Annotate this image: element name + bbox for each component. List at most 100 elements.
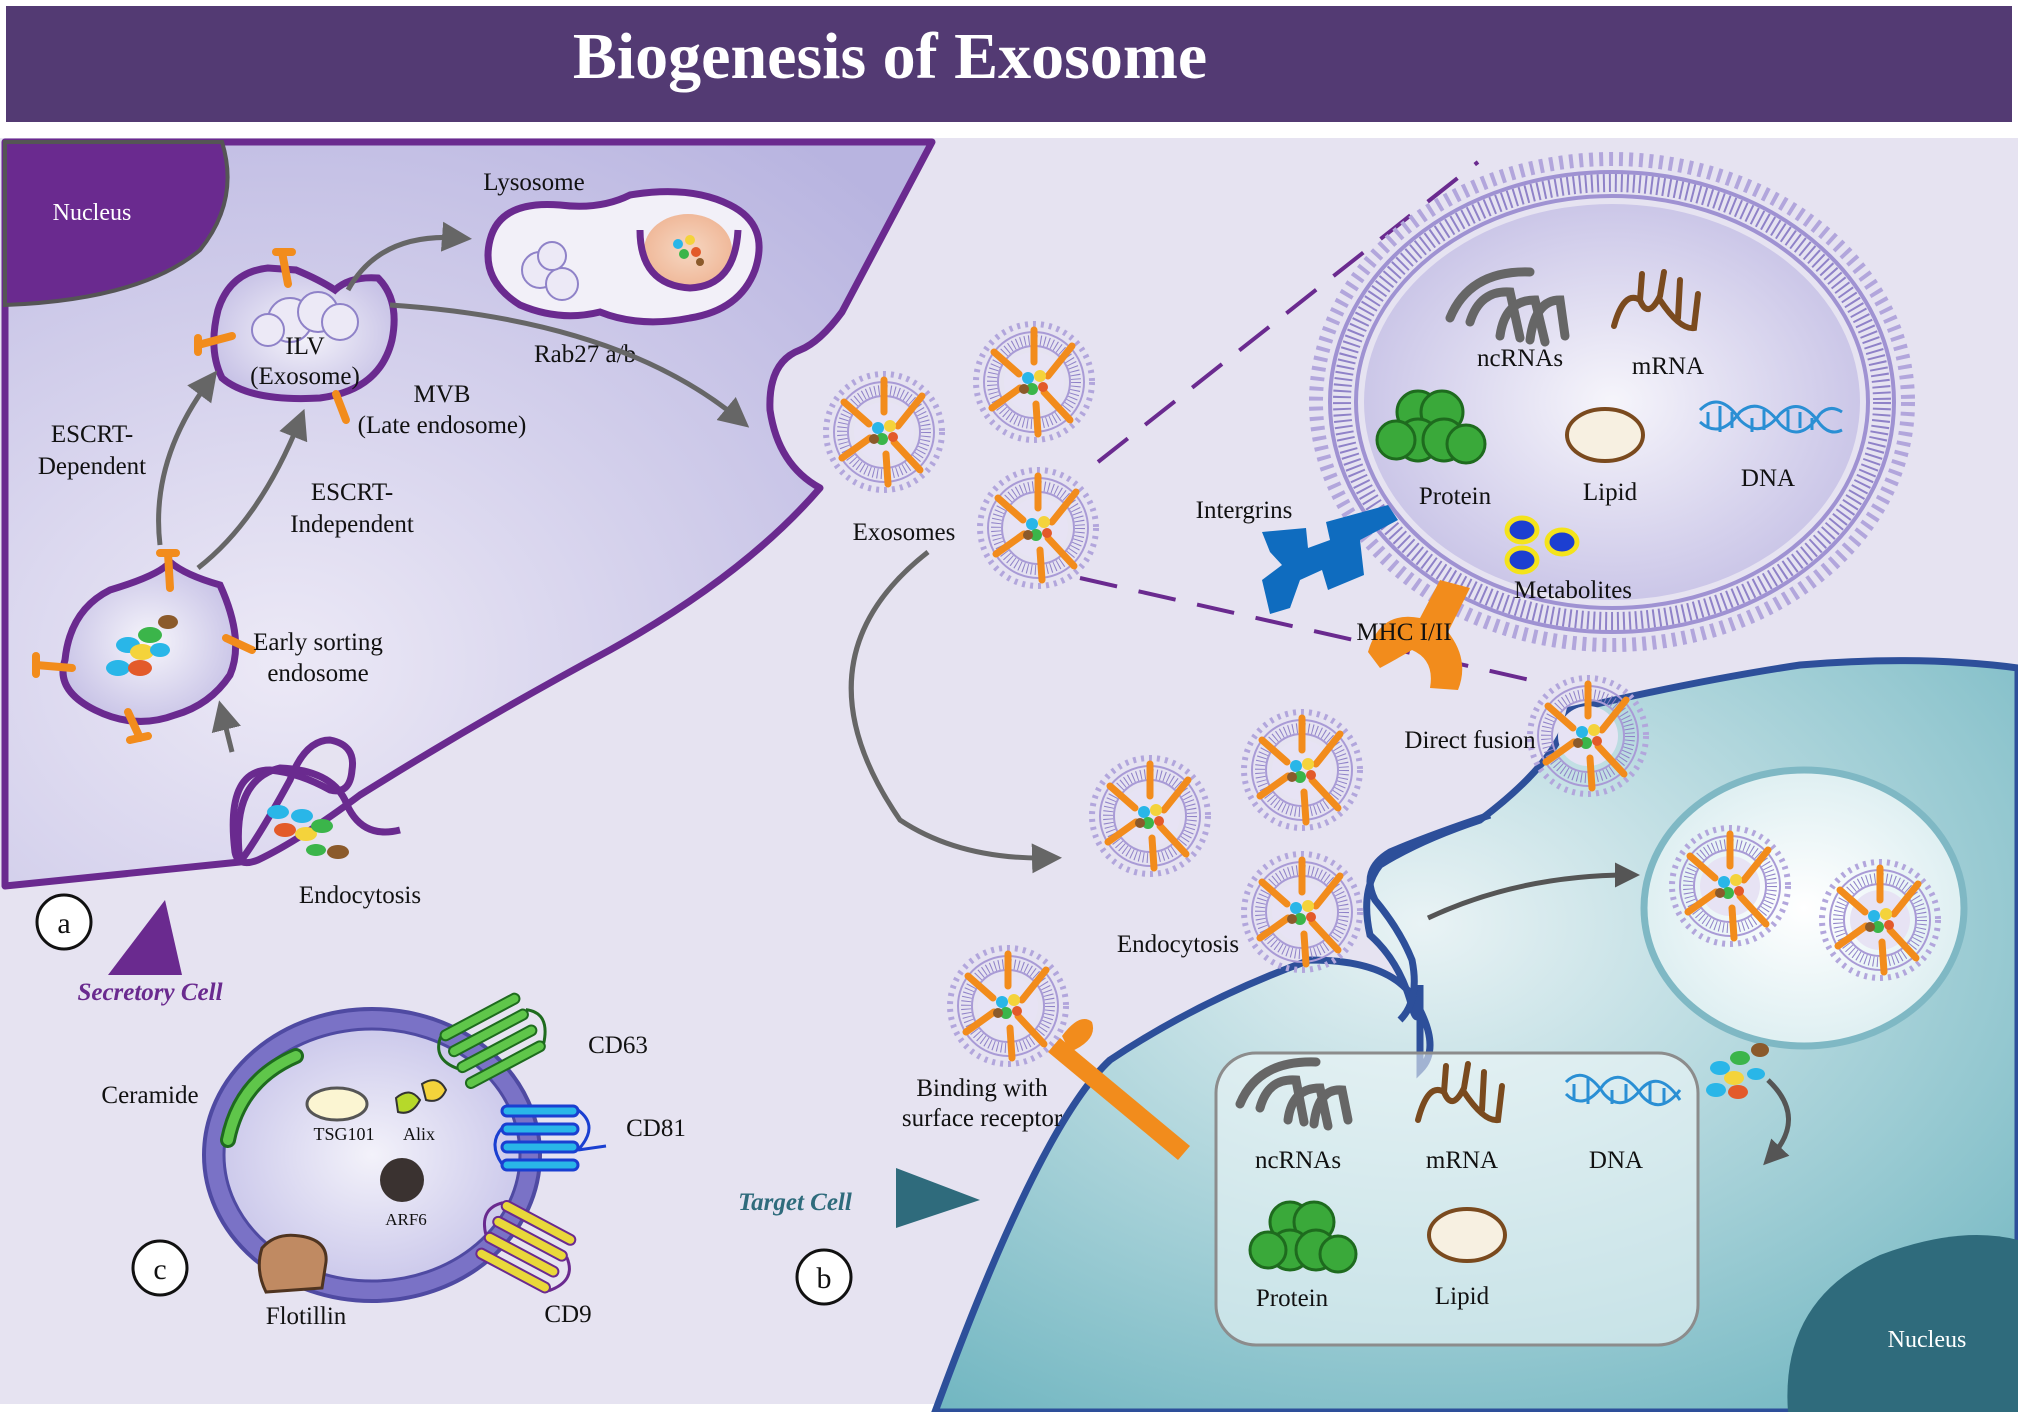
arf6-label: ARF6 [385, 1210, 427, 1229]
diagram-title: Biogenesis of Exosome [573, 20, 1207, 93]
inner-lipid-icon [1427, 1207, 1507, 1263]
ceramide-label: Ceramide [101, 1082, 198, 1109]
secretory-cell-label: Secretory Cell [77, 979, 222, 1006]
mhc-icon [1368, 580, 1470, 690]
tsg101-label: TSG101 [313, 1124, 374, 1144]
inner-protein-icon [1248, 1200, 1358, 1274]
inner-lipid-label: Lipid [1435, 1283, 1490, 1310]
arrow-mvb-to-lysosome [345, 221, 472, 292]
target-endocytosis-pit [1366, 811, 1492, 1023]
protein-icon [1375, 389, 1487, 465]
mvb-label: MVB [414, 381, 471, 408]
lysosome-debris [521, 241, 579, 301]
lysosome-digestion [644, 214, 732, 286]
inner-ncrnas-icon [1235, 1057, 1353, 1131]
tsg101-icon [305, 1086, 369, 1122]
target-nucleus-label: Nucleus [1888, 1327, 1967, 1353]
secretory-cell-pointer [108, 900, 182, 975]
mhc-label: MHC I/II [1356, 619, 1451, 646]
title-bar [6, 6, 2012, 122]
endocytosis-invagination [234, 764, 401, 863]
released-cargo-icon [1706, 1043, 1769, 1099]
ilv-cluster [251, 291, 359, 347]
inner-dna-label: DNA [1589, 1147, 1643, 1174]
integrin-icon [1262, 505, 1398, 614]
early-sorting-label-2: endosome [267, 660, 368, 687]
ilv-label: ILV [285, 333, 324, 360]
binding-label-1: Binding with [916, 1075, 1048, 1102]
cd63-label: CD63 [588, 1032, 648, 1059]
escrt-dependent-label-1: ESCRT- [51, 421, 133, 448]
binding-label-2: surface receptor [902, 1105, 1063, 1132]
exosome-detail [1309, 152, 1915, 652]
direct-fusion-label: Direct fusion [1404, 727, 1536, 754]
early-sorting-label-1: Early sorting [253, 629, 383, 656]
secretory-nucleus [3, 140, 230, 308]
cd63-icon [437, 992, 547, 1089]
arf6-icon [380, 1158, 424, 1202]
mvb-sub-label: (Late endosome) [358, 412, 527, 439]
metabolites-icon [1504, 515, 1580, 575]
exosomes-label: Exosomes [853, 519, 956, 546]
arrow-release-cargo [1763, 1078, 1791, 1166]
inner-mrna-label: mRNA [1426, 1147, 1498, 1174]
inner-ncrnas-label: ncRNAs [1255, 1147, 1341, 1174]
arrow-escrt-dependent [156, 370, 218, 546]
arrow-to-endocytosis [848, 550, 1062, 874]
dna-icon [1698, 400, 1843, 434]
endocytosis-label-a: Endocytosis [299, 882, 421, 909]
lysosome-inner-membrane [636, 229, 742, 292]
dna-label: DNA [1741, 465, 1795, 492]
panel-b-badge [795, 1248, 853, 1306]
ceramide-icon-inner [223, 1051, 301, 1145]
panel-c-badge [131, 1239, 189, 1297]
arrow-mvb-to-membrane [389, 302, 750, 428]
mrna-label: mRNA [1632, 353, 1704, 380]
escrt-independent-label-2: Independent [290, 511, 414, 538]
target-nucleus [1787, 1235, 2018, 1412]
inner-mrna-icon [1415, 1061, 1505, 1124]
cd81-icon [493, 1104, 607, 1172]
escrt-dependent-label-2: Dependent [38, 453, 146, 480]
lipid-icon [1565, 407, 1645, 463]
integrins-label: Intergrins [1196, 497, 1293, 524]
lysosome-label: Lysosome [483, 169, 584, 196]
endocytosis-label-b: Endocytosis [1117, 931, 1239, 958]
endocytosis-cargo [267, 805, 349, 859]
panel-b-label: b [817, 1262, 832, 1295]
cd81-label: CD81 [626, 1115, 686, 1142]
inner-dna-icon [1564, 1073, 1682, 1107]
early-endosome-receptors [32, 549, 256, 744]
target-cell-pointer [896, 1168, 980, 1228]
escrt-independent-label-1: ESCRT- [311, 479, 393, 506]
lipid-label: Lipid [1583, 479, 1638, 506]
marker-exosome [202, 1007, 542, 1303]
target-endosome [1640, 766, 1968, 1050]
cd9-icon [475, 1199, 577, 1294]
ncrnas-icon [1445, 267, 1570, 347]
inner-protein-label: Protein [1256, 1285, 1329, 1312]
rab27-label: Rab27 a/b [534, 341, 636, 368]
arrow-escrt-independent [196, 408, 308, 570]
flotillin-label: Flotillin [266, 1303, 347, 1330]
mvb-receptors [194, 248, 350, 424]
ncrnas-label: ncRNAs [1477, 345, 1563, 372]
panel-a-badge [35, 893, 93, 951]
alix-icon [394, 1079, 448, 1114]
target-cell-label: Target Cell [738, 1189, 852, 1216]
metabolites-label: Metabolites [1514, 577, 1632, 604]
mrna-icon [1611, 269, 1701, 332]
alix-label: Alix [403, 1124, 435, 1144]
ilv-sub-label: (Exosome) [250, 363, 360, 390]
protein-label: Protein [1419, 483, 1492, 510]
surface-receptor [1048, 1038, 1190, 1160]
lysosome-cargo [673, 235, 704, 266]
arrow-endocytosis-to-early [211, 700, 241, 753]
early-endosome-cargo [106, 615, 178, 676]
panel-c-label: c [153, 1253, 166, 1286]
secretory-nucleus-label: Nucleus [53, 200, 132, 226]
zoom-line-top [1096, 160, 1480, 464]
arrow-to-target-endosome [1426, 862, 1640, 921]
